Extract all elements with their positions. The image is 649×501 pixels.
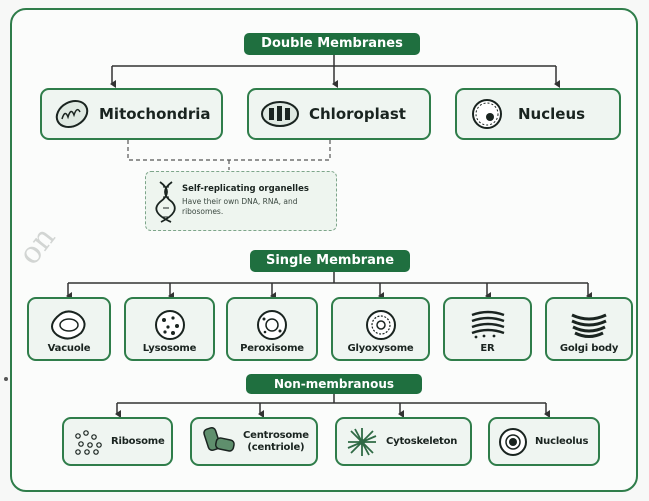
card-chloroplast: Chloroplast [247,88,431,140]
card-cytoskeleton: Cytoskeleton [335,417,472,466]
er-icon [471,310,504,338]
heading-double-membranes: Double Membranes [244,33,420,55]
label-cytoskeleton: Cytoskeleton [386,436,458,447]
card-nucleus: Nucleus [455,88,621,140]
card-er: ER [443,297,532,361]
card-ribosome: Ribosome [62,417,173,466]
label-golgi-body: Golgi body [559,342,619,354]
non-connectors [115,392,550,418]
golgi-body-icon [571,313,607,338]
ribosome-icon [75,429,102,455]
centrosome-icon [203,426,235,452]
label-nucleolus: Nucleolus [535,436,589,447]
label-nucleus: Nucleus [518,105,586,123]
label-glyoxysome: Glyoxysome [347,342,414,354]
dna-icon [155,181,176,223]
label-vacuole: Vacuole [47,342,91,354]
glyoxysome-icon [365,309,396,340]
vacuole-icon [51,310,86,339]
heading-non-membranous: Non-membranous [246,374,422,394]
self-replicating-note: Self-replicating organelles Have their o… [145,171,337,231]
nucleolus-icon [499,427,527,456]
label-mitochondria: Mitochondria [99,105,211,123]
note-body: Have their own DNA, RNA, and ribosomes. [182,197,298,216]
note-title: Self-replicating organelles [182,184,309,194]
label-ribosome: Ribosome [111,436,165,447]
nucleus-icon [472,99,502,129]
label-centrosome-line2: (centriole) [247,441,305,453]
peroxisome-icon [257,309,287,340]
label-lysosome: Lysosome [142,342,197,354]
single-connectors [66,272,592,300]
card-centrosome: Centrosome (centriole) [190,417,318,466]
lysosome-icon [154,309,185,340]
label-er: ER [480,342,495,354]
card-vacuole: Vacuole [27,297,111,361]
mitochondria-icon [55,100,89,128]
card-lysosome: Lysosome [124,297,215,361]
card-glyoxysome: Glyoxysome [331,297,430,361]
card-peroxisome: Peroxisome [226,297,318,361]
label-centrosome-line1: Centrosome [243,429,309,441]
heading-single-membrane: Single Membrane [250,250,410,272]
margin-dot [4,377,8,381]
card-golgi-body: Golgi body [545,297,633,361]
double-connectors [110,53,560,88]
label-peroxisome: Peroxisome [240,342,304,354]
card-mitochondria: Mitochondria [40,88,223,140]
label-chloroplast: Chloroplast [309,105,406,123]
card-nucleolus: Nucleolus [488,417,600,466]
cytoskeleton-icon [347,427,377,456]
label-centrosome: Centrosome (centriole) [243,430,309,454]
chloroplast-icon [261,101,299,127]
self-replicating-bracket [127,140,331,170]
